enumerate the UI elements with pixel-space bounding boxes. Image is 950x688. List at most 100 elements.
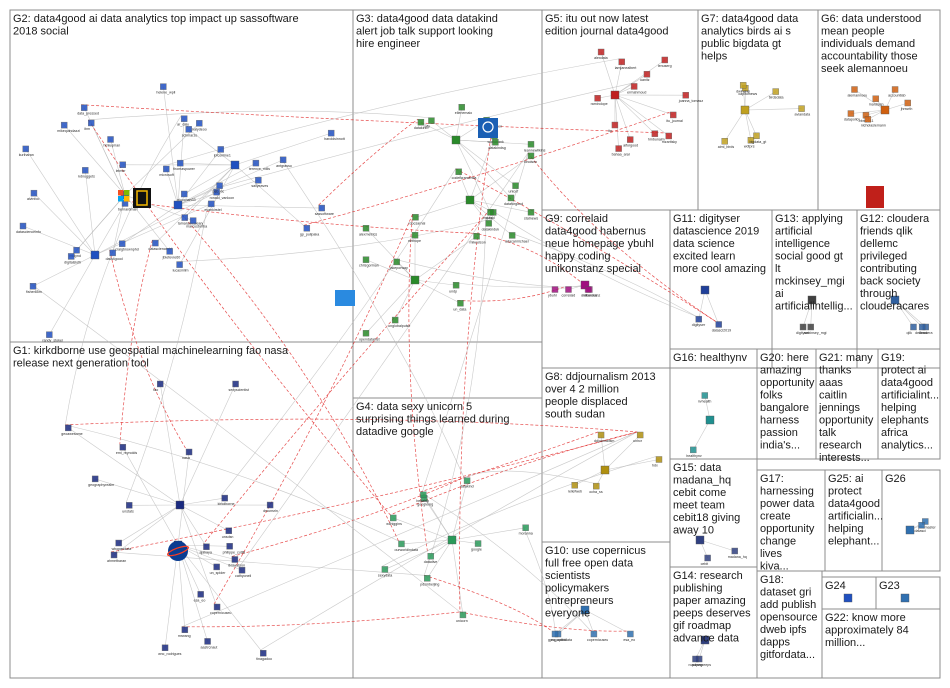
graph-node[interactable] xyxy=(655,456,663,463)
graph-node[interactable] xyxy=(420,491,427,499)
graph-node[interactable] xyxy=(922,518,929,525)
graph-node[interactable] xyxy=(594,95,601,102)
hub-node[interactable] xyxy=(807,295,817,305)
graph-node[interactable] xyxy=(393,258,400,266)
graph-node[interactable] xyxy=(362,330,370,337)
graph-node[interactable] xyxy=(160,83,167,90)
graph-node[interactable] xyxy=(527,141,535,148)
graph-node[interactable] xyxy=(118,240,126,247)
hub-node[interactable] xyxy=(451,135,461,145)
graph-node[interactable] xyxy=(81,104,88,111)
graph-node[interactable] xyxy=(571,482,578,489)
graph-node[interactable] xyxy=(177,159,184,167)
graph-node[interactable] xyxy=(91,475,99,483)
graph-node[interactable] xyxy=(398,540,405,548)
graph-node[interactable] xyxy=(721,138,728,145)
hub-node[interactable] xyxy=(700,285,710,295)
graph-node[interactable] xyxy=(185,448,193,456)
hub-node[interactable] xyxy=(695,535,705,545)
graph-node[interactable] xyxy=(661,56,669,64)
graph-node[interactable] xyxy=(597,431,605,439)
graph-node[interactable] xyxy=(327,129,335,137)
graph-node[interactable] xyxy=(692,655,699,663)
graph-node[interactable] xyxy=(799,323,807,331)
graph-node[interactable] xyxy=(455,168,462,175)
graph-node[interactable] xyxy=(181,190,188,198)
graph-node[interactable] xyxy=(739,82,747,89)
graph-node[interactable] xyxy=(60,121,68,129)
graph-node[interactable] xyxy=(626,136,634,143)
graph-node[interactable] xyxy=(463,477,471,484)
graph-node[interactable] xyxy=(119,161,126,168)
hub-node[interactable] xyxy=(880,105,890,115)
graph-node[interactable] xyxy=(457,300,464,307)
hub-node[interactable] xyxy=(600,465,610,475)
graph-node[interactable] xyxy=(747,137,755,144)
graph-node[interactable] xyxy=(213,188,220,196)
graph-node[interactable] xyxy=(166,248,173,255)
graph-node[interactable] xyxy=(225,527,233,534)
graph-node[interactable] xyxy=(627,630,634,638)
hub-node[interactable] xyxy=(843,593,853,603)
graph-node[interactable] xyxy=(636,431,644,439)
graph-node[interactable] xyxy=(701,392,709,399)
graph-node[interactable] xyxy=(22,145,29,153)
graph-node[interactable] xyxy=(82,167,89,174)
graph-node[interactable] xyxy=(704,554,711,562)
graph-node[interactable] xyxy=(507,194,515,202)
graph-node[interactable] xyxy=(597,48,605,56)
graph-node[interactable] xyxy=(485,220,492,227)
graph-node[interactable] xyxy=(611,121,619,129)
graph-node[interactable] xyxy=(851,86,858,93)
graph-node[interactable] xyxy=(682,92,689,99)
graph-node[interactable] xyxy=(527,209,535,216)
graph-node[interactable] xyxy=(238,567,246,574)
graph-node[interactable] xyxy=(213,603,221,611)
graph-node[interactable] xyxy=(303,225,311,232)
graph-node[interactable] xyxy=(19,222,27,230)
graph-node[interactable] xyxy=(527,152,535,160)
graph-node[interactable] xyxy=(65,424,72,432)
hub-node[interactable] xyxy=(230,160,240,170)
graph-node[interactable] xyxy=(618,58,625,66)
graph-node[interactable] xyxy=(452,282,460,289)
graph-node[interactable] xyxy=(412,214,419,221)
graph-node[interactable] xyxy=(390,514,397,522)
graph-node[interactable] xyxy=(551,630,559,638)
graph-node[interactable] xyxy=(231,556,239,563)
graph-node[interactable] xyxy=(731,547,738,555)
graph-node[interactable] xyxy=(487,209,494,216)
graph-node[interactable] xyxy=(551,286,559,293)
graph-node[interactable] xyxy=(213,563,220,571)
graph-node[interactable] xyxy=(279,156,287,164)
graph-node[interactable] xyxy=(260,650,267,657)
hub-node[interactable] xyxy=(890,295,900,305)
graph-node[interactable] xyxy=(411,231,419,239)
graph-node[interactable] xyxy=(29,283,37,290)
graph-node[interactable] xyxy=(181,626,189,633)
graph-node[interactable] xyxy=(910,323,917,331)
graph-node[interactable] xyxy=(67,253,75,260)
graph-node[interactable] xyxy=(424,575,431,582)
graph-node[interactable] xyxy=(651,130,659,137)
graph-node[interactable] xyxy=(189,217,197,224)
graph-node[interactable] xyxy=(428,117,435,124)
graph-node[interactable] xyxy=(362,225,370,232)
graph-node[interactable] xyxy=(252,159,260,167)
graph-node[interactable] xyxy=(255,177,262,184)
graph-node[interactable] xyxy=(381,566,389,573)
graph-node[interactable] xyxy=(362,256,370,263)
hub-node[interactable] xyxy=(447,535,457,545)
graph-node[interactable] xyxy=(181,214,188,221)
graph-node[interactable] xyxy=(157,380,164,388)
graph-node[interactable] xyxy=(522,524,529,531)
graph-node[interactable] xyxy=(565,286,572,293)
graph-node[interactable] xyxy=(593,482,600,490)
graph-node[interactable] xyxy=(512,182,519,189)
graph-node[interactable] xyxy=(73,247,80,254)
graph-node[interactable] xyxy=(847,110,855,117)
graph-node[interactable] xyxy=(152,239,159,247)
graph-node[interactable] xyxy=(88,119,95,127)
graph-node[interactable] xyxy=(119,444,127,451)
graph-node[interactable] xyxy=(807,323,814,331)
